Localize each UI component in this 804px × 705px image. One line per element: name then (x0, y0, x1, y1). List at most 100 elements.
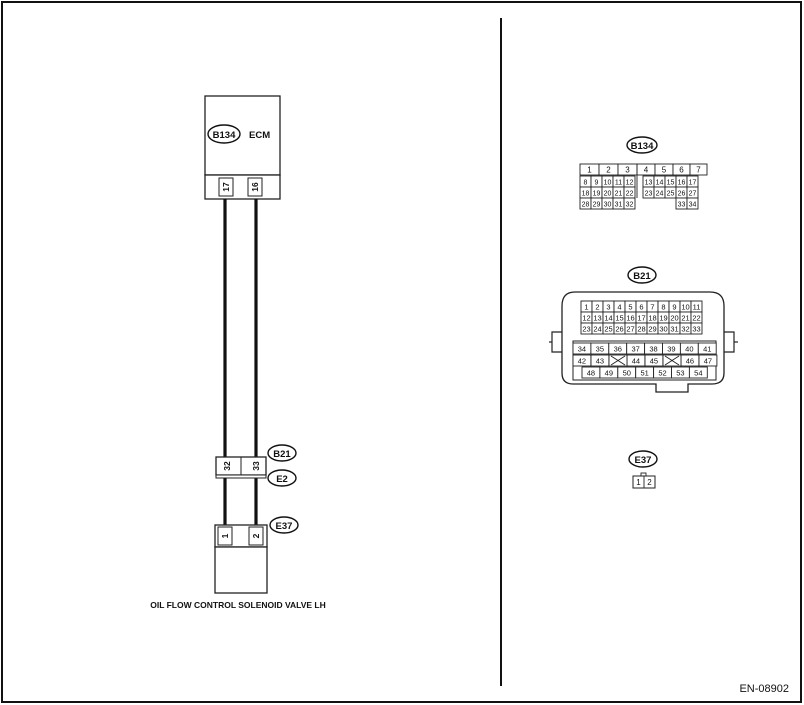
b134-pin-23: 23 (642, 186, 655, 199)
b134-pin-10: 10 (601, 175, 614, 188)
svg-text:29: 29 (648, 325, 656, 334)
svg-text:5: 5 (628, 303, 632, 312)
svg-text:27: 27 (689, 191, 697, 198)
b134-pin-12: 12 (623, 175, 636, 188)
svg-text:21: 21 (615, 191, 623, 198)
svg-text:33: 33 (678, 202, 686, 209)
svg-text:35: 35 (596, 345, 604, 354)
svg-text:6: 6 (679, 166, 684, 175)
b21-pin-32: 32 (679, 322, 692, 335)
svg-text:52: 52 (658, 369, 666, 378)
svg-text:3: 3 (625, 166, 630, 175)
b21-pin-17: 17 (635, 311, 648, 324)
svg-text:24: 24 (656, 191, 664, 198)
b21-pin-21: 21 (679, 311, 692, 324)
b21-pin-44: 44 (626, 354, 646, 367)
ecm-unit: B134 ECM (204, 95, 281, 176)
svg-text:15: 15 (615, 314, 623, 323)
b134-pin-22: 22 (623, 186, 636, 199)
ecm-label: ECM (249, 130, 270, 141)
valve-connector: 1 2 E37 (214, 516, 299, 548)
svg-text:16: 16 (678, 180, 686, 187)
ecm-pin-17: 17 (221, 182, 231, 192)
b21-pin-37: 37 (626, 342, 646, 355)
svg-text:26: 26 (615, 325, 623, 334)
svg-text:36: 36 (614, 345, 622, 354)
b21-pin-33: 33 (690, 322, 703, 335)
svg-text:8: 8 (584, 180, 588, 187)
svg-text:5: 5 (662, 166, 667, 175)
b21-pin-52: 52 (653, 366, 672, 379)
b21-pin-19: 19 (657, 311, 670, 324)
svg-text:12: 12 (626, 180, 634, 187)
svg-text:13: 13 (645, 180, 653, 187)
svg-text:54: 54 (694, 369, 702, 378)
svg-text:43: 43 (596, 357, 604, 366)
solenoid-valve-label: OIL FLOW CONTROL SOLENOID VALVE LH (150, 600, 326, 610)
svg-text:42: 42 (578, 357, 586, 366)
b21-pin-53: 53 (671, 366, 690, 379)
svg-text:3: 3 (606, 303, 610, 312)
b134-pin-33: 33 (675, 197, 688, 210)
b21-pin-7: 7 (646, 300, 659, 313)
svg-text:51: 51 (640, 369, 648, 378)
joint-pin-32: 32 (222, 461, 232, 471)
solenoid-valve-body (214, 546, 268, 594)
joint-pin-33: 33 (251, 461, 261, 471)
svg-text:4: 4 (644, 166, 649, 175)
svg-text:46: 46 (686, 357, 694, 366)
svg-text:19: 19 (593, 191, 601, 198)
e37-view-tag: E37 (635, 455, 652, 466)
b21-pin-11: 11 (690, 300, 703, 313)
svg-text:21: 21 (681, 314, 689, 323)
svg-text:8: 8 (661, 303, 665, 312)
b134-pin-4: 4 (636, 163, 656, 176)
svg-text:11: 11 (693, 303, 701, 312)
svg-text:53: 53 (676, 369, 684, 378)
svg-text:17: 17 (689, 180, 697, 187)
svg-text:40: 40 (685, 345, 693, 354)
b134-pin-8: 8 (579, 175, 592, 188)
b21-pin-9: 9 (668, 300, 681, 313)
valve-connector-tag: E37 (276, 521, 293, 532)
b21-pin-29: 29 (646, 322, 659, 335)
b134-view-tag: B134 (631, 141, 654, 152)
document-id: EN-08902 (739, 683, 789, 695)
b134-pin-26: 26 (675, 186, 688, 199)
svg-text:22: 22 (626, 191, 634, 198)
b21-pin-46: 46 (680, 354, 700, 367)
b21-pin-14: 14 (602, 311, 615, 324)
svg-text:30: 30 (659, 325, 667, 334)
ecm-connector-tag: B134 (213, 130, 236, 141)
svg-text:10: 10 (604, 180, 612, 187)
svg-text:19: 19 (659, 314, 667, 323)
b21-pin-8: 8 (657, 300, 670, 313)
b21-pin-42: 42 (572, 354, 592, 367)
b134-pin-6: 6 (672, 163, 691, 176)
joint-connector: 32 33 B21 E2 (215, 444, 297, 487)
joint-top-connector-tag: B21 (273, 449, 291, 460)
b134-pin-32: 32 (623, 197, 636, 210)
svg-text:10: 10 (681, 303, 689, 312)
svg-text:33: 33 (692, 325, 700, 334)
svg-text:13: 13 (593, 314, 601, 323)
b21-pin-41: 41 (697, 342, 717, 355)
svg-text:18: 18 (648, 314, 656, 323)
b21-pin-25: 25 (602, 322, 615, 335)
b134-pin-5: 5 (654, 163, 674, 176)
svg-text:16: 16 (626, 314, 634, 323)
b134-pin-15: 15 (664, 175, 677, 188)
svg-text:26: 26 (678, 191, 686, 198)
b21-pin-50: 50 (617, 366, 637, 379)
b134-view-badge (626, 136, 658, 154)
svg-text:2: 2 (595, 303, 599, 312)
b21-pin-1: 1 (580, 300, 593, 313)
b134-pin-3: 3 (617, 163, 638, 176)
svg-text:27: 27 (626, 325, 634, 334)
b134-pin-14: 14 (653, 175, 666, 188)
b21-pin-47: 47 (698, 354, 718, 367)
b21-pin-24: 24 (591, 322, 604, 335)
